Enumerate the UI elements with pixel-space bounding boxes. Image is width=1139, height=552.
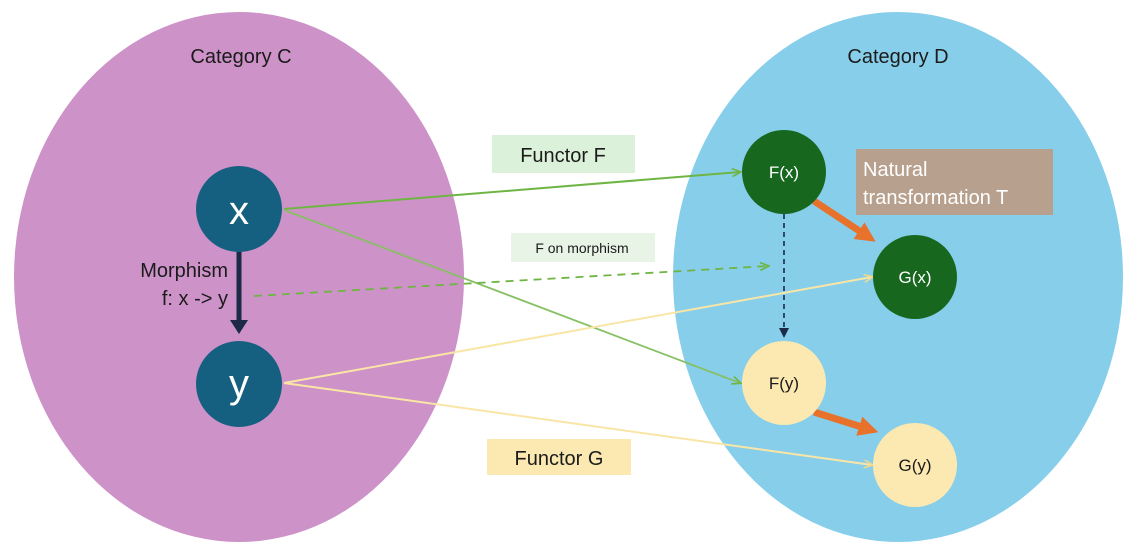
natural-transformation-arrow-x [812,198,876,242]
natural-transformation-label-line1: Natural [863,159,927,181]
object-gx-node [873,235,957,319]
object-fx-label: F(x) [769,163,799,182]
category-d-title: Category D [847,46,948,68]
morphism-label-line1: Morphism [140,260,228,282]
functor-g-arrow-y-to-gy [283,382,872,465]
object-fy-label: F(y) [769,374,799,393]
functor-f-label-bg [492,135,635,173]
object-gy-node [873,423,957,507]
f-on-morphism-arrow [253,266,768,297]
functor-f-arrow-x-to-fx [283,172,740,210]
object-y-label: y [229,362,249,406]
f-on-morphism-label-bg [511,233,655,262]
morphism-label-line2: f: x -> y [162,288,228,310]
natural-transformation-label-bg [856,149,1053,215]
functor-f-arrow-y-to-fy [283,209,740,383]
object-gy-label: G(y) [898,456,931,475]
functor-g-label: Functor G [515,448,604,470]
object-gx-label: G(x) [898,268,931,287]
object-fy-node [742,341,826,425]
natural-transformation-label-line2: transformation T [863,187,1008,209]
object-fx-node [742,130,826,214]
f-on-morphism-label: F on morphism [535,240,628,256]
functor-g-arrow-x-to-gx [283,277,872,384]
category-c-title: Category C [190,46,291,68]
object-y-node [196,341,282,427]
functor-g-label-bg [487,439,631,475]
natural-transformation-arrow-y [812,408,879,436]
object-x-node [196,166,282,252]
object-x-label: x [229,189,249,233]
functor-f-label: Functor F [520,145,606,167]
